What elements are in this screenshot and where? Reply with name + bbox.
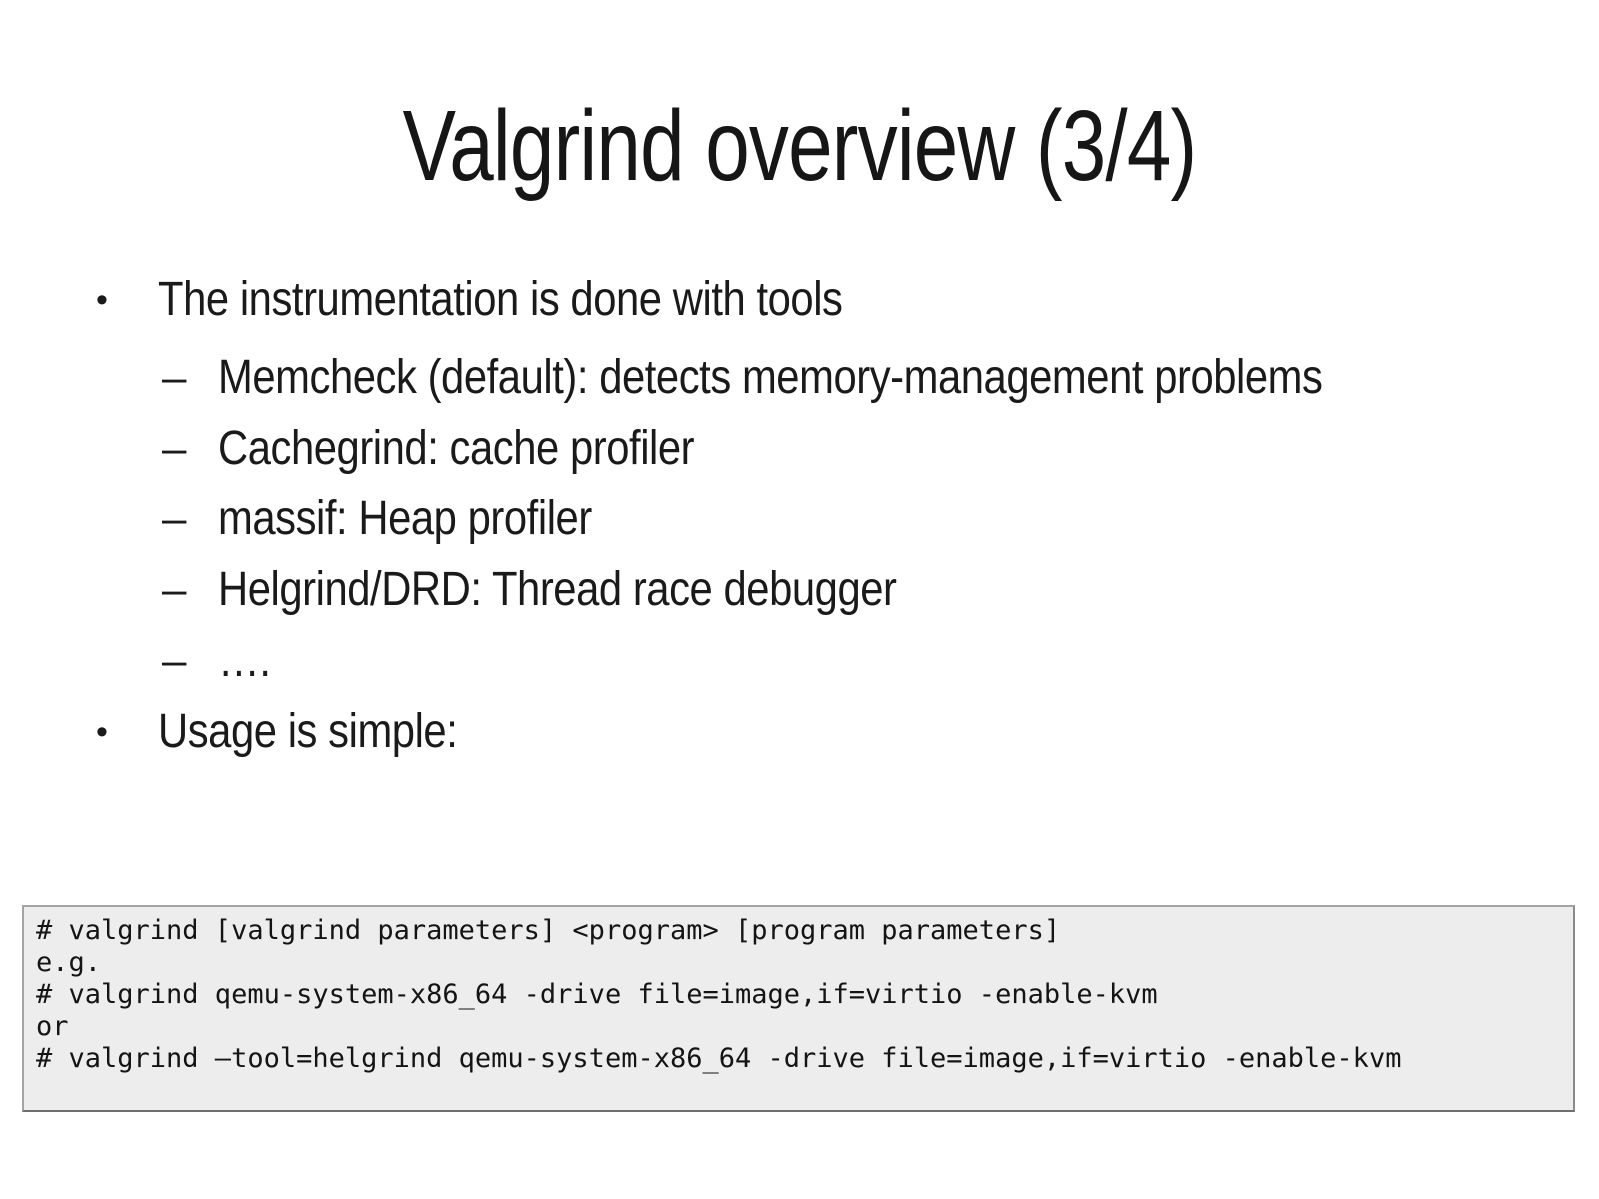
dash-icon: – [162, 636, 187, 685]
sub-bullet-item: – massif: Heap profiler [162, 489, 648, 549]
sub-bullet-item: – Helgrind/DRD: Thread race debugger [162, 560, 998, 620]
bullet-item: • The instrumentation is done with tools [96, 270, 945, 330]
sub-bullet-text: Memcheck (default): detects memory-manag… [218, 351, 1323, 404]
sub-bullet-text: Helgrind/DRD: Thread race debugger [218, 563, 897, 616]
dash-icon: – [162, 494, 187, 543]
dash-icon: – [162, 424, 187, 473]
bullet-text: Usage is simple: [158, 705, 458, 758]
sub-bullet-item: – Cachegrind: cache profiler [162, 419, 765, 479]
slide-title: Valgrind overview (3/4) [402, 90, 1198, 202]
bullet-item: • Usage is simple: [96, 702, 502, 762]
sub-bullet-text: Cachegrind: cache profiler [218, 422, 695, 475]
bullet-dot-icon: • [96, 713, 108, 751]
sub-bullet-item: – …. [162, 631, 278, 691]
sub-bullet-text: massif: Heap profiler [218, 492, 592, 545]
dash-icon: – [162, 353, 187, 402]
sub-bullet-item: – Memcheck (default): detects memory-man… [162, 348, 1488, 408]
dash-icon: – [162, 565, 187, 614]
bullet-text: The instrumentation is done with tools [158, 273, 843, 326]
code-block: # valgrind [valgrind parameters] <progra… [22, 905, 1575, 1112]
sub-bullet-text: …. [218, 634, 271, 687]
bullet-dot-icon: • [96, 281, 108, 319]
